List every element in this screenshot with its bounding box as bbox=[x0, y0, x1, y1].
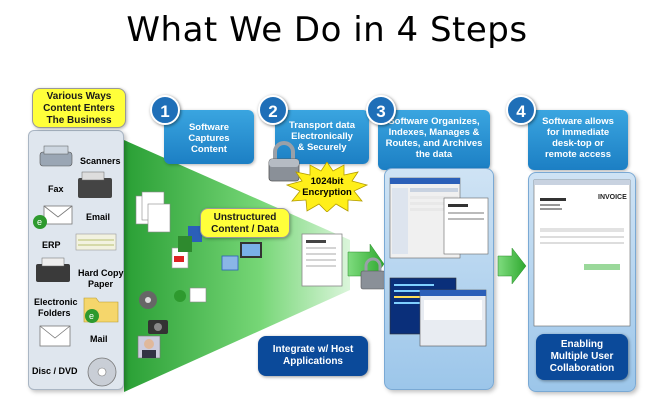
step-3-number: 3 bbox=[366, 95, 396, 125]
computer-icon bbox=[240, 242, 262, 258]
step-4-line: for immediate bbox=[546, 127, 610, 138]
step-3-line: the data bbox=[415, 149, 453, 160]
host-window-icon bbox=[419, 289, 487, 347]
collaboration-line: Multiple User bbox=[550, 351, 614, 362]
collaboration-box: Enabling Multiple User Collaboration bbox=[536, 334, 628, 380]
source-label-folders: Folders bbox=[38, 308, 71, 318]
callout-unstructured: Unstructured Content / Data bbox=[200, 208, 290, 238]
mail-icon bbox=[39, 325, 71, 347]
source-label-email: Email bbox=[86, 212, 111, 222]
collaboration-line: Collaboration bbox=[549, 363, 615, 374]
disc-icon bbox=[87, 357, 117, 387]
step-4-box: Software allows for immediate desk-top o… bbox=[528, 110, 628, 170]
source-label-scanners: Scanners bbox=[80, 156, 121, 166]
step-4-line: Software allows bbox=[542, 116, 614, 127]
source-label-erp: ERP bbox=[42, 240, 61, 250]
callout-line: Various Ways bbox=[46, 91, 112, 102]
person-photo-icon bbox=[137, 335, 161, 359]
collaboration-line: Enabling bbox=[560, 339, 604, 350]
document-icon bbox=[135, 191, 171, 233]
step-2-line: & Securely bbox=[297, 142, 347, 153]
secured-document-icon bbox=[301, 233, 386, 290]
padlock-icon bbox=[268, 141, 300, 182]
camera-icon bbox=[148, 320, 168, 334]
folder-icon: e bbox=[83, 297, 119, 323]
step-4-line: remote access bbox=[544, 149, 612, 160]
excel-icon bbox=[178, 236, 192, 252]
step-1-box: Software Captures Content bbox=[164, 110, 254, 164]
callout-content-entry: Various Ways Content Enters The Business bbox=[32, 88, 126, 128]
email-doc-icon bbox=[174, 287, 207, 303]
step-3-screens bbox=[389, 177, 489, 347]
step-3-line: Indexes, Manages & bbox=[388, 127, 480, 138]
step-3-line: Software Organizes, bbox=[388, 116, 480, 127]
encryption-line: Encryption bbox=[302, 187, 352, 198]
step-3-line: Routes, and Archives bbox=[385, 138, 483, 149]
step-2-box: Transport data Electronically & Securely bbox=[275, 110, 369, 164]
step-1-line: Software bbox=[188, 122, 230, 133]
svg-text:e: e bbox=[37, 217, 42, 227]
arrow-to-step4-icon bbox=[497, 247, 527, 285]
printer-icon bbox=[36, 257, 70, 282]
page-title: What We Do in 4 Steps bbox=[126, 10, 528, 50]
step-1-number: 1 bbox=[150, 95, 180, 125]
erp-icon bbox=[75, 233, 117, 251]
invoice-heading: INVOICE bbox=[598, 194, 627, 201]
step-3-box: Software Organizes, Indexes, Manages & R… bbox=[378, 110, 490, 170]
callout-line: Content / Data bbox=[211, 224, 279, 235]
scanner-icon bbox=[39, 145, 73, 167]
integrate-host-box: Integrate w/ Host Applications bbox=[258, 336, 368, 376]
film-reel-icon bbox=[139, 291, 157, 309]
source-label-fax: Fax bbox=[48, 184, 64, 194]
encryption-label: 1024bit Encryption bbox=[300, 176, 354, 198]
step-1-line: Content bbox=[191, 144, 227, 155]
callout-line: Unstructured bbox=[213, 212, 277, 223]
step-1-line: Captures bbox=[188, 133, 230, 144]
step-2-number: 2 bbox=[258, 95, 288, 125]
step-2-line: Transport data bbox=[289, 120, 355, 131]
image-icon bbox=[221, 255, 239, 271]
integrate-line: Applications bbox=[282, 356, 343, 367]
callout-line: Content Enters bbox=[43, 103, 115, 114]
step-2-line: Electronically bbox=[291, 131, 353, 142]
fax-icon bbox=[78, 171, 112, 198]
encryption-starburst bbox=[286, 162, 368, 212]
step-4-line: desk-top or bbox=[552, 138, 604, 149]
source-label-hard-copy: Hard Copy bbox=[78, 268, 124, 278]
step-4-number: 4 bbox=[506, 95, 536, 125]
source-label-electronic: Electronic bbox=[34, 297, 78, 307]
integrate-line: Integrate w/ Host bbox=[272, 344, 354, 355]
source-label-disc: Disc / DVD bbox=[32, 366, 78, 376]
invoice-screen bbox=[533, 179, 631, 327]
encryption-line: 1024bit bbox=[310, 176, 344, 187]
callout-line: The Business bbox=[46, 115, 112, 126]
source-label-paper: Paper bbox=[88, 279, 114, 289]
email-icon: e bbox=[33, 205, 73, 229]
document-preview-icon bbox=[443, 197, 489, 255]
svg-text:e: e bbox=[89, 311, 94, 321]
source-label-mail: Mail bbox=[90, 334, 108, 344]
